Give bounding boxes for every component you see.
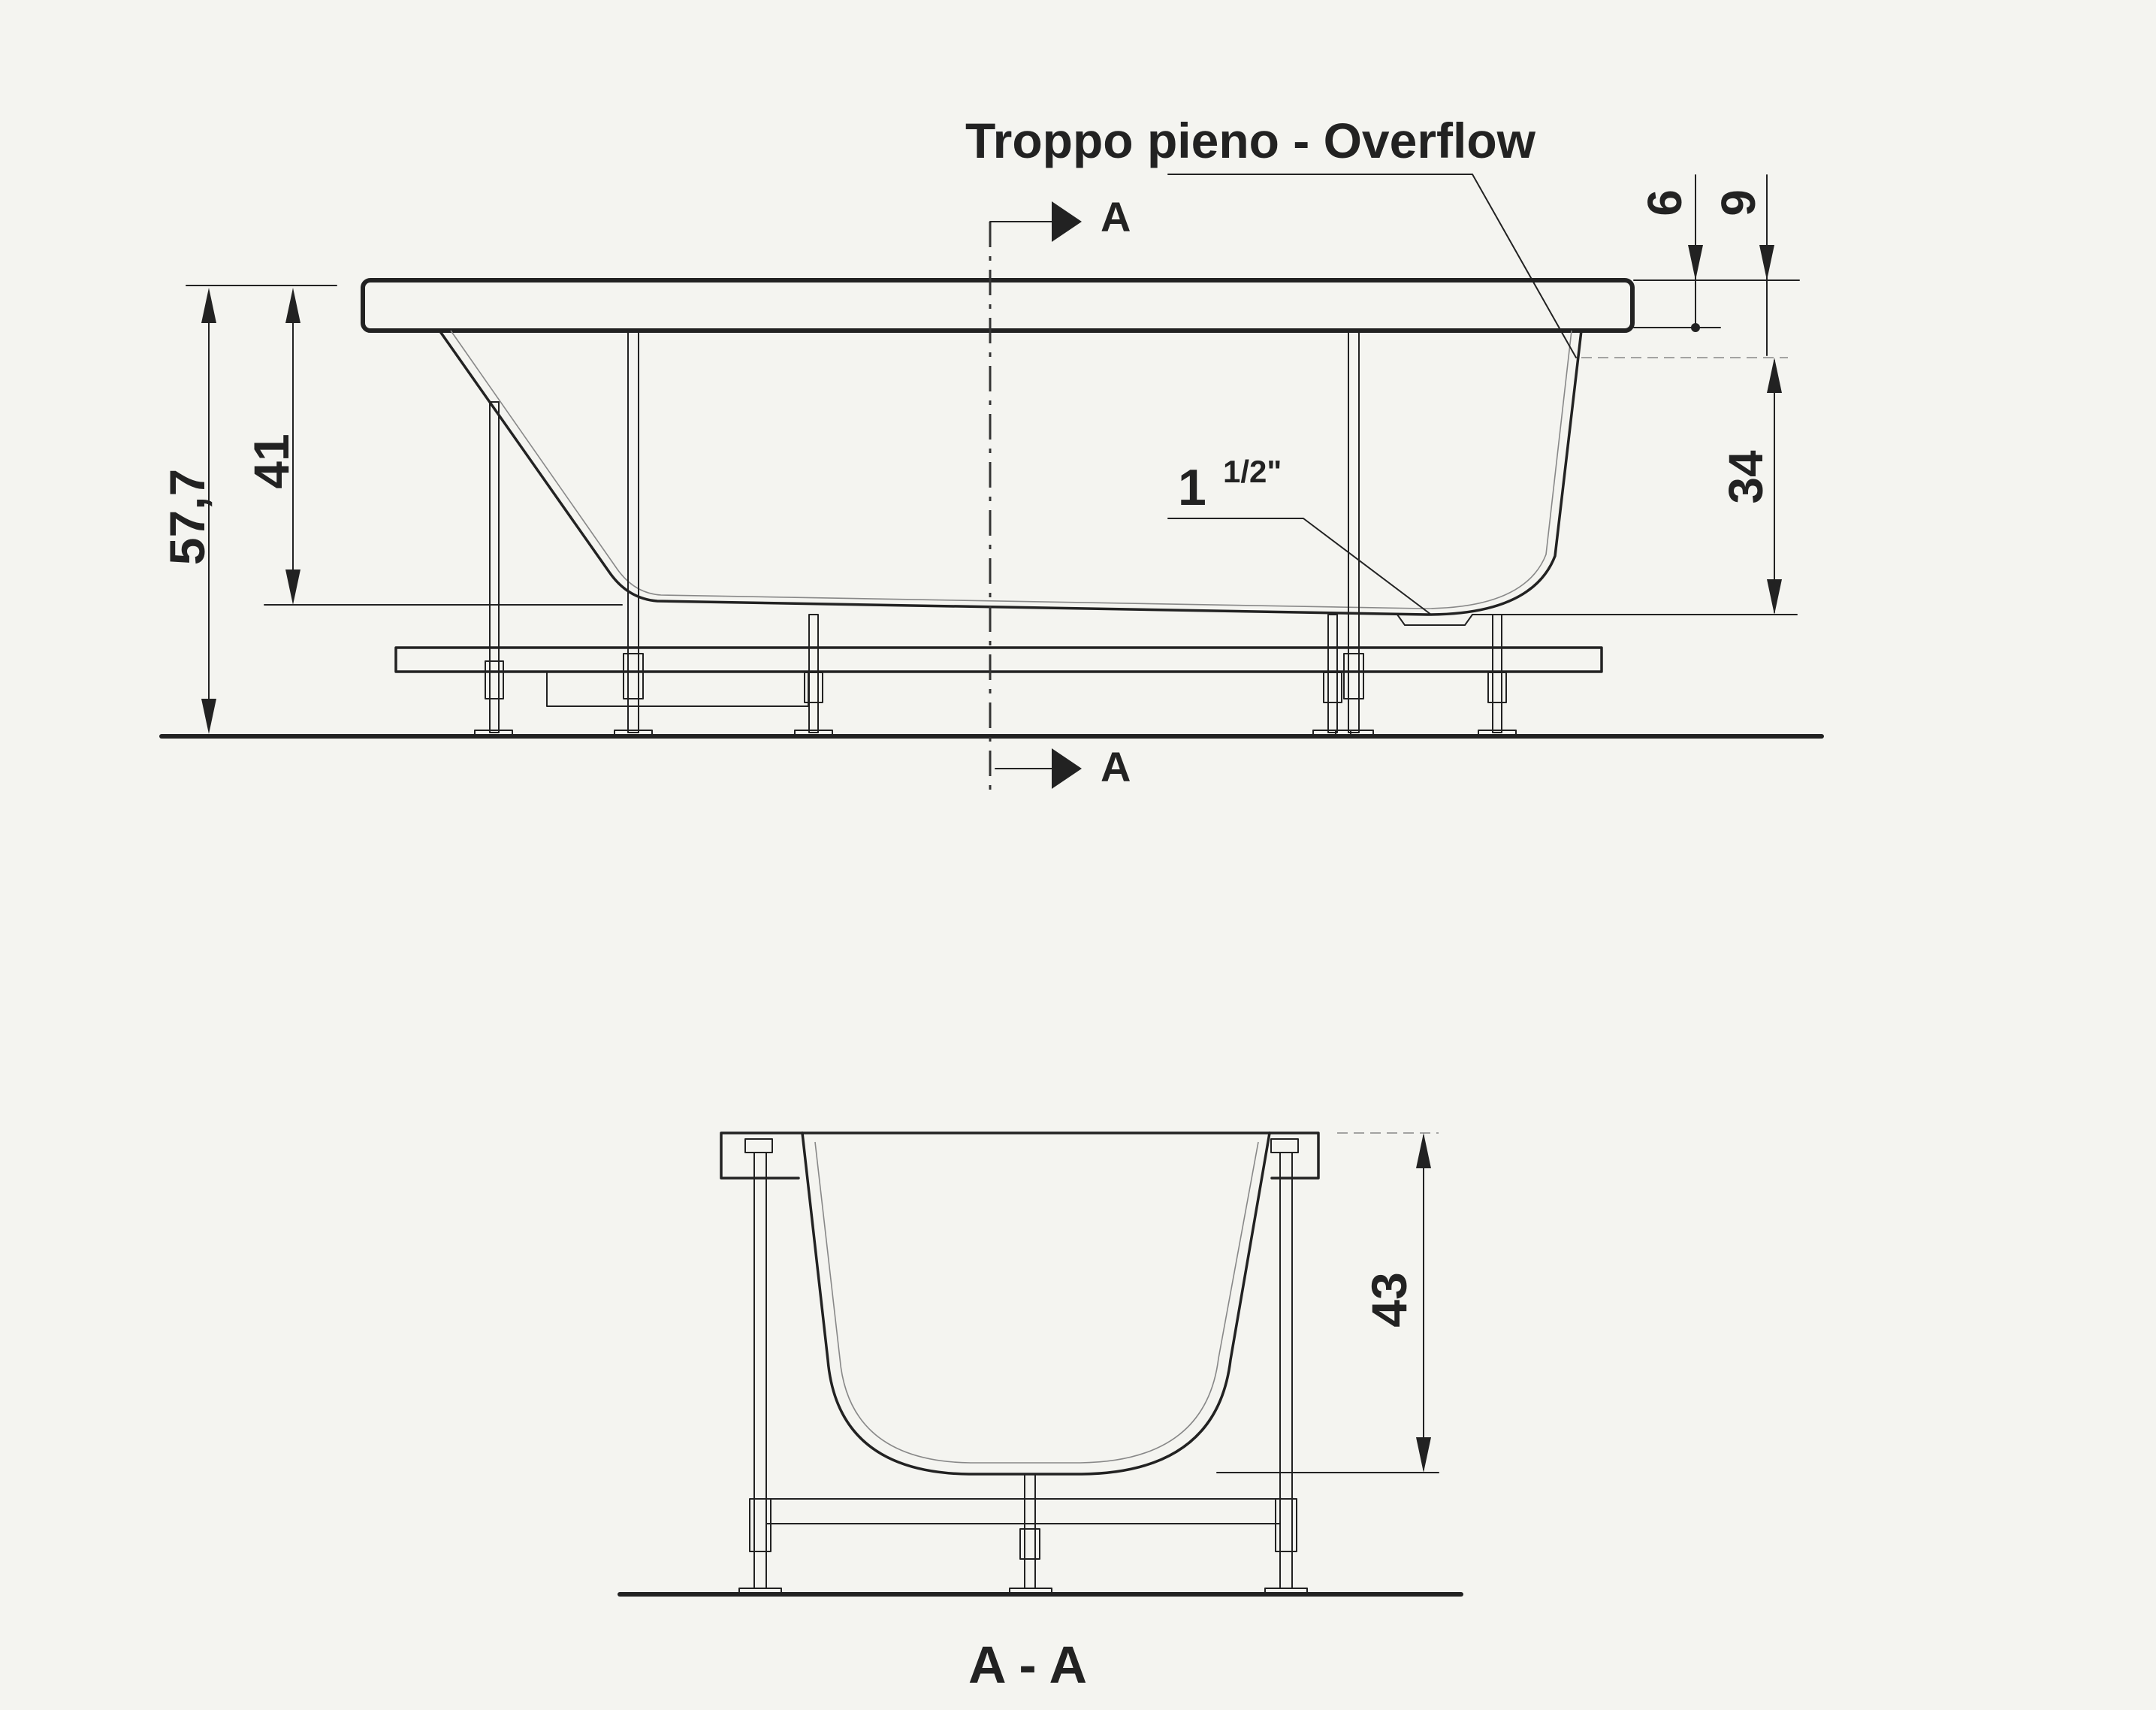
base-frame — [394, 646, 1603, 673]
tub-body-outline — [438, 329, 1583, 616]
section-leg-left — [753, 1152, 767, 1589]
tub-rim — [361, 278, 1635, 333]
dim-depth-to-floor: 41 — [243, 434, 299, 488]
section-marker-bottom: A — [1101, 743, 1131, 790]
section-marker-top: A — [1101, 193, 1131, 240]
drain-fitting — [1397, 614, 1473, 626]
section-tub-outline — [801, 1131, 1271, 1476]
drain-size-fraction: 1/2" — [1223, 454, 1282, 489]
overflow-label: Troppo pieno - Overflow — [965, 113, 1536, 168]
dimension-rim-overflow: 9 — [1581, 174, 1788, 358]
section-arrow-top — [1052, 201, 1082, 242]
drain-size-whole: 1 — [1178, 459, 1206, 516]
section-rim-right — [1268, 1131, 1320, 1180]
dim-rim-top: 6 — [1638, 189, 1692, 216]
side-elevation: A A Troppo pieno - Overflow 1 1/2" 57,7 … — [159, 113, 1824, 796]
dimension-rim-top: 6 — [1633, 174, 1800, 332]
section-title: A - A — [968, 1636, 1087, 1694]
overflow-leader — [1167, 174, 1577, 358]
dimension-total-height: 57,7 — [159, 285, 337, 734]
dimension-section-depth: 43 — [1216, 1132, 1439, 1473]
section-rim-left — [720, 1131, 804, 1180]
dimension-overflow-depth: 34 — [1472, 358, 1798, 615]
base-box — [546, 671, 809, 707]
section-view: 43 A - A — [618, 1131, 1463, 1694]
dim-overflow-depth: 34 — [1719, 450, 1773, 504]
section-tub-inner — [814, 1141, 1259, 1464]
tub-body-inner — [450, 330, 1572, 609]
drain-leader — [1167, 518, 1432, 615]
dim-rim-overflow: 9 — [1711, 189, 1765, 216]
dim-total-height: 57,7 — [159, 469, 215, 565]
dim-section-depth: 43 — [1361, 1272, 1417, 1327]
section-leg-right — [1279, 1152, 1293, 1589]
section-leg-center — [1024, 1473, 1036, 1589]
support-legs — [474, 330, 1517, 737]
section-arrow-bottom — [1052, 748, 1082, 789]
dimension-depth: 41 — [243, 288, 623, 606]
